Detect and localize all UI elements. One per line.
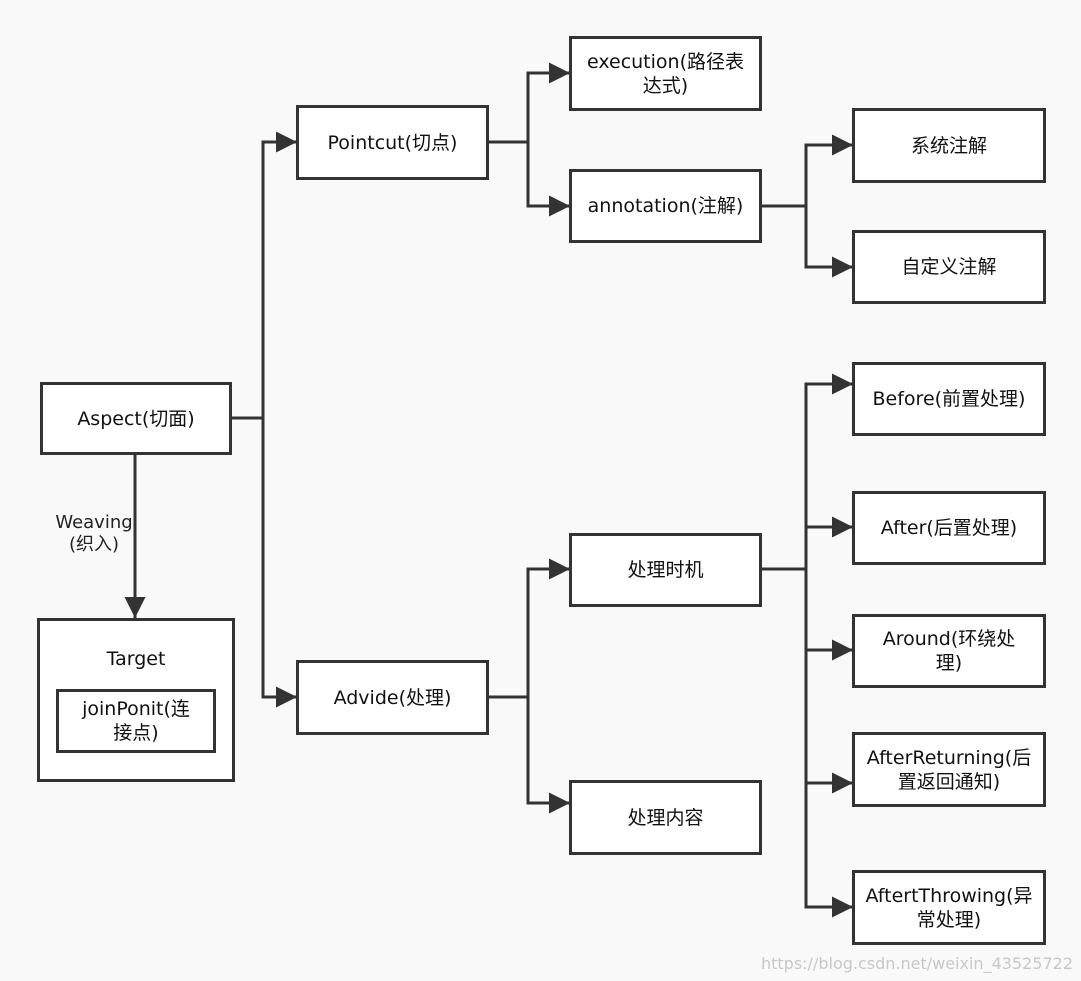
weaving-label: Weaving (织入) xyxy=(44,512,144,556)
around-node: Around(环绕处理) xyxy=(852,614,1046,688)
edge-pointcut-execution xyxy=(488,62,570,144)
system-annotation-label: 系统注解 xyxy=(910,134,987,157)
before-node: Before(前置处理) xyxy=(852,362,1046,436)
edge-pointcut-annotation xyxy=(526,142,570,217)
around-label: Around(环绕处理) xyxy=(882,628,1016,674)
edge-advide-timing xyxy=(488,558,570,699)
timing-label: 处理时机 xyxy=(627,559,704,581)
pointcut-node: Pointcut(切点) xyxy=(296,105,489,180)
execution-node: execution(路径表达式) xyxy=(569,36,762,111)
custom-annotation-label: 自定义注解 xyxy=(901,256,997,278)
edge-timing-around xyxy=(804,569,853,661)
after-label: After(后置处理) xyxy=(880,517,1018,539)
aspect-node: Aspect(切面) xyxy=(40,382,232,455)
target-label: Target xyxy=(106,648,166,670)
timing-node: 处理时机 xyxy=(569,533,762,607)
after-node: After(后置处理) xyxy=(852,491,1046,565)
joinpoint-node: joinPonit(连接点) xyxy=(56,689,216,753)
afterthrowing-node: AftertThrowing(异常处理) xyxy=(852,870,1046,945)
aspect-label: Aspect(切面) xyxy=(77,407,195,430)
edge-timing-afterthrowing xyxy=(804,783,853,918)
edge-annotation-system xyxy=(761,134,853,208)
weaving-label-line1: Weaving xyxy=(55,512,133,533)
weaving-label-line2: (织入) xyxy=(68,534,120,555)
edge-annotation-custom xyxy=(804,206,853,278)
joinpoint-label: joinPonit(连接点) xyxy=(82,698,190,744)
content-node: 处理内容 xyxy=(569,780,762,855)
edge-advide-content xyxy=(526,697,570,814)
edge-timing-before xyxy=(761,373,853,571)
afterreturning-label: AfterReturning(后置返回通知) xyxy=(866,746,1032,793)
edge-timing-afterreturning xyxy=(804,650,853,794)
custom-annotation-node: 自定义注解 xyxy=(852,230,1046,304)
advide-node: Advide(处理) xyxy=(296,660,489,735)
advide-label: Advide(处理) xyxy=(333,686,452,709)
content-label: 处理内容 xyxy=(627,806,704,829)
afterreturning-node: AfterReturning(后置返回通知) xyxy=(852,732,1046,807)
annotation-label: annotation(注解) xyxy=(587,195,744,217)
edge-aspect-pointcut xyxy=(231,131,297,420)
watermark: https://blog.csdn.net/weixin_43525722 xyxy=(760,954,1073,973)
edge-aspect-advide xyxy=(261,418,297,708)
annotation-node: annotation(注解) xyxy=(569,169,762,243)
execution-label: execution(路径表达式) xyxy=(586,50,744,97)
system-annotation-node: 系统注解 xyxy=(852,108,1046,183)
before-label: Before(前置处理) xyxy=(872,388,1026,410)
pointcut-label: Pointcut(切点) xyxy=(327,131,458,154)
afterthrowing-label: AftertThrowing(异常处理) xyxy=(865,884,1033,931)
